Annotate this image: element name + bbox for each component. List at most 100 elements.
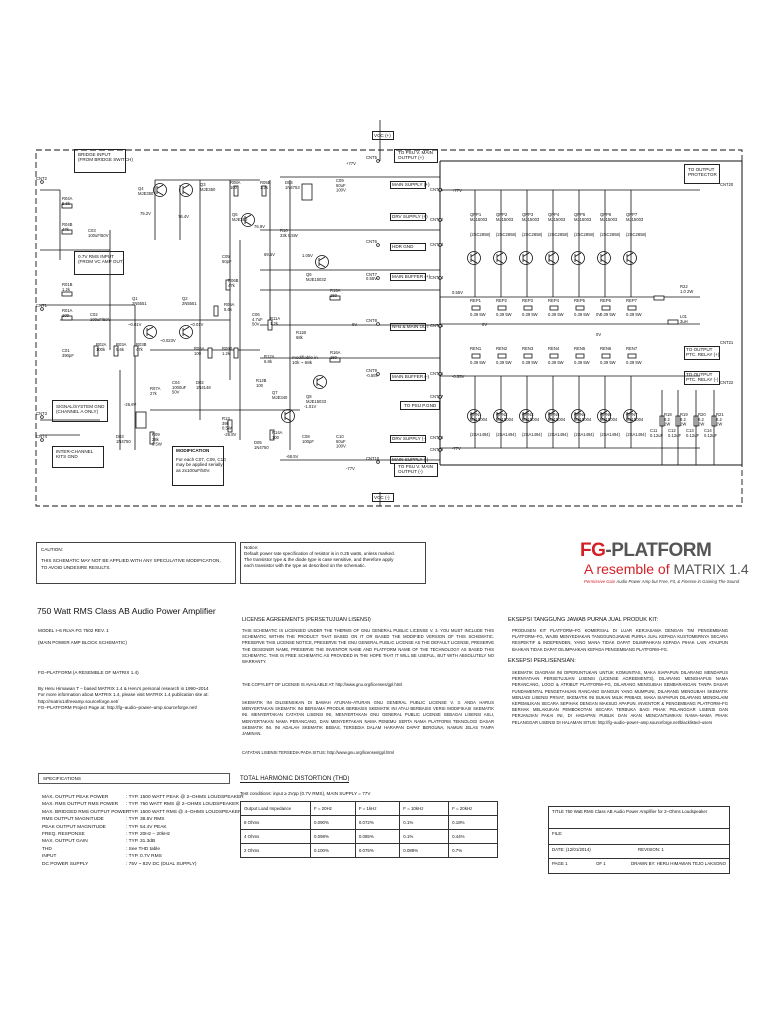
license-title: LICENSE AGREEMENTS (PERSETUJUAN LISENSI) [242,617,371,623]
q1-symbol [143,325,157,339]
inter-channel-note: INTER-CHANNEL KITS GND [56,449,94,460]
zener-d01 [301,183,313,201]
main-supply-pos-box [390,181,426,189]
cnt15-pin [438,324,442,328]
cnt7-label: CNT7 [366,272,378,277]
qpp-alt: (2SC2858) [496,232,517,237]
rep-name: REP7 [626,298,638,303]
cnt19-label: CNT19 [430,447,444,452]
drv-supply-neg-box [390,435,426,443]
q4-collector [156,184,164,189]
cnt6-pin [376,243,380,247]
license-p4: CATATAN LISENSI TERSEDIA PADA SITUS: htt… [242,750,394,755]
connector-1 [40,307,44,311]
qpp-2-symbol [493,251,507,265]
q4-emitter [156,191,164,196]
r06b-body [225,279,231,291]
qpn-alt: (2SA1494) [548,432,569,437]
qpp-alt: (2SC2858) [574,232,595,237]
cnt5-pin [376,159,380,163]
qpp-6-collector [600,252,608,257]
qpn-part: MJ15004 [522,417,540,422]
qpn-part: MJ15004 [626,417,644,422]
cnt20-label: CNT20 [720,182,734,187]
qpp-name: QPP4 [548,212,560,217]
q5-collector [244,214,252,219]
qpp-6-emitter [600,259,608,264]
psu-gnd-box [400,401,440,410]
thd-cell: 8 Ohms [240,815,311,830]
qpn-4-emitter [548,417,556,422]
thd-cell: F = 10kHz [399,801,450,816]
qpn-3-emitter [522,417,530,422]
q5-symbol [241,213,255,227]
voltage-label: 76.9V [254,224,265,229]
voltage-label: ~0.01V [128,322,142,327]
qpn-1-collector [470,410,478,415]
voltage-label: 0.55V [452,290,463,295]
spec-value: : TYP. 54.4V PEAK [126,824,167,830]
logo-tagline-red: Permissive Gain [584,579,617,584]
q6-symbol [315,255,329,269]
thd-cell: 0.075% [354,843,401,858]
rep-body-1 [471,305,481,311]
spec-key: RMS OUTPUT MAGNITUDE [42,817,104,823]
qpp-5-symbol [571,251,585,265]
q3-collector [182,184,190,189]
q6-collector [318,256,326,261]
spec-key: PEAK OUTPUT MAGNITUDE [42,824,106,830]
voltage-label: 1.05V [302,253,313,258]
spec-key: FREQ. RESPONSE [42,832,85,838]
ptc-relay-neg-box [684,371,720,385]
spec-value: : TYP. 1500 WATT RMS @ 4–OHMS LOUDSPEAKE… [126,809,242,815]
rep-name: REP1 [470,298,482,303]
qpn-6-symbol [597,409,611,423]
qpp-part: MJ15003 [470,217,488,222]
connector-label: CNT2 [36,176,48,181]
qpp-2-collector [496,252,504,257]
qpn-part: MJ15004 [496,417,514,422]
thd-cell: 0.072% [354,815,401,830]
thd-cell: F = 20kHz [448,801,498,816]
qpn-6-emitter [600,417,608,422]
cnt11-label: CNT11 [430,187,444,192]
qpn-7-collector [626,410,634,415]
spec-row: DC POWER SUPPLY: 75V ~ 82V DC (DUAL SUPP… [42,861,244,868]
bridge-input-box [74,149,126,173]
drawing-file: FILE: [552,831,563,836]
qpn-2-symbol [493,409,507,423]
cnt14-label: CNT14 [430,275,444,280]
r05a-body [213,305,219,317]
thd-title: TOTAL HARMONIC DISTORTION (THD) [240,776,350,783]
drawing-title: TITLE 750 Watt RMS Class AB Audio Power … [552,809,708,814]
spec-value: : See THD table [126,846,161,852]
thd-cell: 2 Ohms [240,843,311,858]
q2-symbol [179,325,193,339]
drawing-drawn-by: DRAWN BY: HERU HIMAWAN TEJO LAKSONO [630,861,726,866]
rep-body-3 [523,305,533,311]
rep-name: REP4 [548,298,560,303]
ren-body-5 [575,353,585,359]
qpn-name: QPN7 [626,412,638,417]
cnt8-pin [376,322,380,326]
qpp-5-collector [574,252,582,257]
rep-value: 0.39 5W [470,312,486,317]
qpn-name: QPN1 [470,412,482,417]
rep-value: 0.39 5W [548,312,564,317]
